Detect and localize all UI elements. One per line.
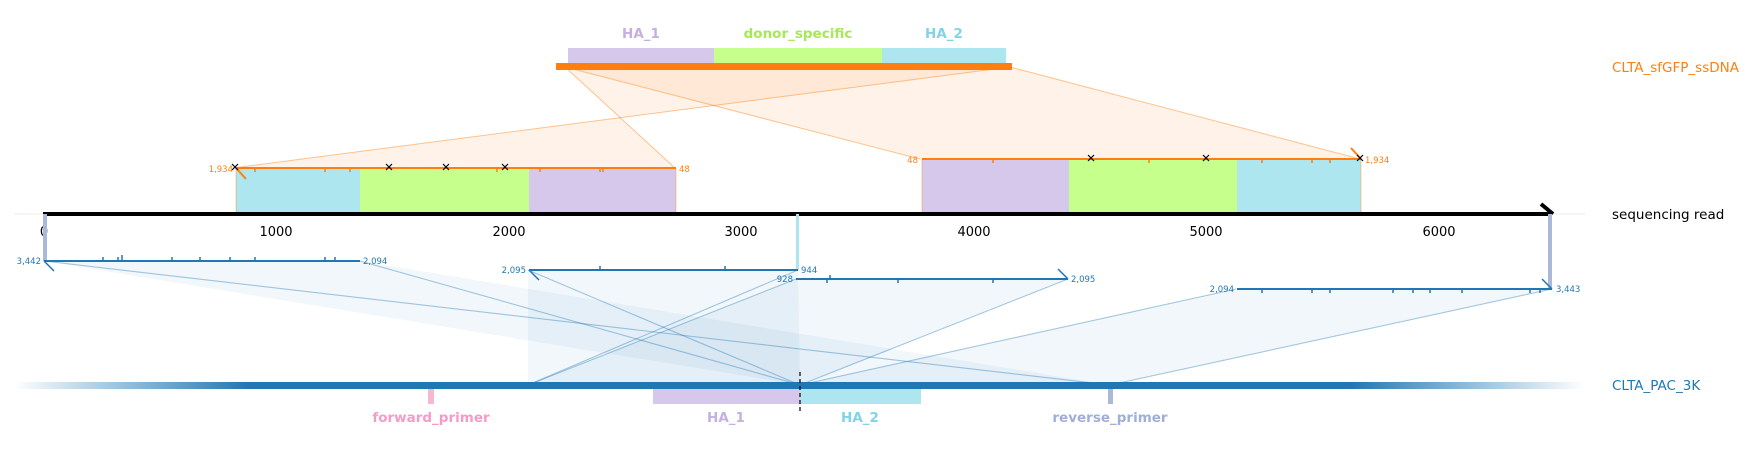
target-feature-label-ha2: HA_2 — [841, 410, 879, 426]
donor-connection-line — [1009, 66, 1361, 160]
donor-2-start-label: 48 — [907, 156, 918, 166]
read-label: sequencing read — [1612, 207, 1724, 223]
donor-1-start-label: 1,934 — [209, 165, 233, 175]
donor-label: CLTA_sfGFP_ssDNA — [1612, 60, 1740, 76]
read-tick-label: 5000 — [1189, 225, 1222, 240]
donor-feature-donor-specific — [714, 48, 882, 64]
target-feature-label-reverse-primer: reverse_primer — [1052, 410, 1168, 426]
donor-feature-label-donor-specific: donor_specific — [744, 26, 853, 42]
donor-alignment-2: 48 1,934 — [907, 147, 1389, 214]
target-molecule: forward_primer HA_1 HA_2 reverse_primer — [14, 372, 1585, 426]
target-bar — [14, 382, 1585, 389]
target-feature-label-forward-primer: forward_primer — [372, 410, 490, 426]
read-tick-label: 4000 — [957, 225, 990, 240]
target-1-start-label: 3,442 — [17, 257, 41, 267]
donor-connection-1 — [233, 67, 1010, 168]
donor-feature-ha1 — [568, 48, 714, 64]
target-connection-1 — [44, 261, 1110, 385]
donor-1-end-label: 48 — [679, 165, 690, 175]
target-connection-3 — [528, 279, 1068, 385]
target-4-end-label: 3,443 — [1556, 285, 1580, 295]
target-alignment-3: 928 2,095 — [777, 268, 1095, 285]
target-3-start-label: 928 — [777, 275, 793, 285]
donor-connection-line — [564, 66, 921, 160]
target-alignment-connections — [43, 260, 1553, 386]
target-3-end-label: 2,095 — [1071, 275, 1095, 285]
target-2-start-label: 2,095 — [502, 266, 526, 276]
aligned-ha2-block — [1237, 159, 1361, 214]
target-feature-ha1 — [653, 389, 800, 404]
aligned-ha1-block — [922, 159, 1069, 214]
aligned-donor-specific-block — [360, 168, 529, 214]
read-tick-label: 6000 — [1422, 225, 1455, 240]
target-feature-ha2 — [800, 389, 921, 404]
mismatch-markers — [1087, 154, 1364, 162]
read-tick-label: 1000 — [259, 225, 292, 240]
donor-alignment-1: 1,934 48 — [209, 163, 690, 214]
target-label: CLTA_PAC_3K — [1612, 378, 1701, 394]
donor-feature-label-ha2: HA_2 — [925, 26, 963, 42]
target-2-end-label: 944 — [801, 266, 817, 276]
target-4-start-label: 2,094 — [1210, 285, 1234, 295]
target-feature-reverse-primer — [1108, 389, 1113, 404]
aligned-donor-specific-block — [1069, 159, 1237, 214]
donor-bar — [556, 63, 1012, 70]
read-tick-label: 2000 — [492, 225, 525, 240]
target-feature-forward-primer — [428, 389, 434, 404]
target-feature-label-ha1: HA_1 — [707, 410, 745, 426]
donor-feature-label-ha1: HA_1 — [622, 26, 660, 42]
donor-connection-2 — [565, 67, 1360, 159]
read-end-arrow — [1539, 202, 1555, 216]
donor-molecule: HA_1 donor_specific HA_2 — [556, 26, 1012, 70]
donor-connection-line — [564, 66, 676, 169]
donor-feature-ha2 — [882, 48, 1006, 64]
aligned-ha2-block — [236, 168, 360, 214]
target-connection-2 — [528, 270, 800, 385]
target-connection-4 — [800, 289, 1552, 385]
mismatch-markers — [231, 163, 509, 171]
target-alignment-4: 2,094 3,443 — [1210, 214, 1580, 295]
donor-connection-line — [232, 66, 1011, 169]
target-1-end-label: 2,094 — [363, 257, 387, 267]
aligned-ha1-block — [529, 168, 676, 214]
donor-2-end-label: 1,934 — [1365, 156, 1389, 166]
donor-alignment-connections — [232, 66, 1361, 169]
read-tick-label: 3000 — [724, 225, 757, 240]
target-alignment-2: 2,095 944 — [502, 214, 817, 281]
target-alignment-1: 3,442 2,094 — [17, 214, 387, 272]
